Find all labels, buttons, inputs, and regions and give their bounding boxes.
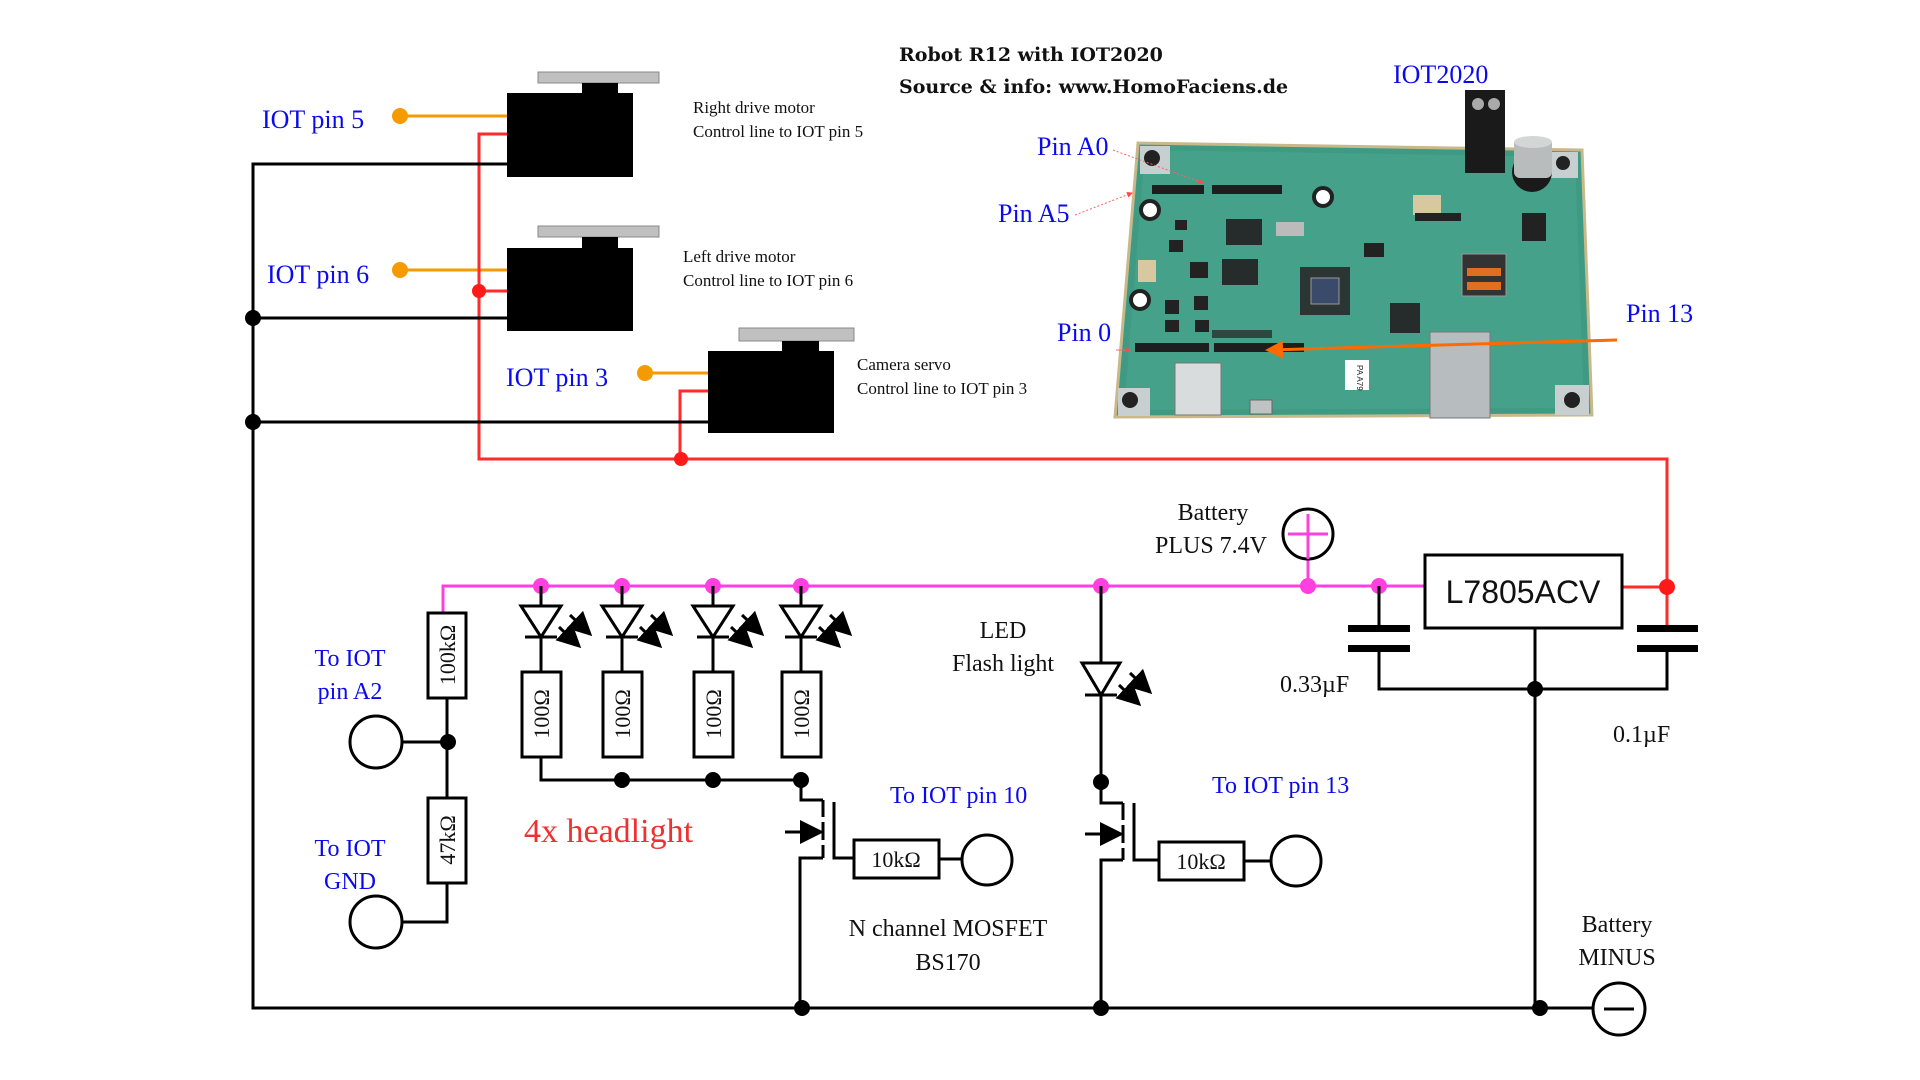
gate-resistor-1: 10kΩ (871, 847, 920, 872)
battery-plus-label-2: PLUS 7.4V (1155, 533, 1268, 559)
right-motor-name: Right drive motor (693, 98, 815, 117)
regulator-label: L7805ACV (1446, 574, 1601, 610)
left-motor-name: Left drive motor (683, 247, 796, 266)
light-emission-icon (566, 610, 593, 637)
board-silk-mark: PA A79 (1355, 365, 1364, 391)
pin13-gate-label: To IOT pin 13 (1212, 773, 1349, 799)
output-cap-value: 0.1µF (1613, 722, 1670, 748)
led-resistor-value: 100Ω (701, 689, 726, 738)
voltage-regulator: L7805ACV (1423, 553, 1624, 1008)
pin-0-label: Pin 0 (1057, 318, 1111, 347)
title-line-2: Source & info: www.HomoFaciens.de (899, 76, 1288, 98)
label-iot-pin-3: IOT pin 3 (506, 363, 608, 392)
gnd-label-2: GND (324, 869, 376, 895)
pin-a5-label: Pin A5 (998, 199, 1070, 228)
camera-servo-desc: Control line to IOT pin 3 (857, 379, 1027, 398)
pin-a0-label: Pin A0 (1037, 132, 1109, 161)
gate-resistor-2: 10kΩ (1176, 849, 1225, 874)
left-drive-motor (507, 225, 660, 331)
camera-servo (708, 327, 855, 433)
iot2020-board: PA A79 (1113, 90, 1594, 419)
led-resistor (601, 670, 644, 759)
led-resistor (780, 670, 823, 759)
battery-minus-label-2: MINUS (1578, 945, 1655, 971)
led-diode-icon (518, 604, 564, 640)
title-line-1: Robot R12 with IOT2020 (899, 44, 1163, 66)
pin10-label: To IOT pin 10 (890, 783, 1027, 809)
headlight-led-1: 100Ω (518, 586, 593, 759)
battery-plus-bus (441, 559, 1425, 613)
pin-13-label: Pin 13 (1626, 299, 1693, 328)
led-diode-icon (599, 604, 645, 640)
five-volt-wires (472, 132, 1675, 628)
pin-a2-terminal (348, 714, 404, 770)
battery-plus-terminal (1281, 507, 1335, 561)
board-label: IOT2020 (1393, 60, 1488, 89)
pin6-terminal (392, 262, 408, 278)
led-diode-icon (690, 604, 736, 640)
pin13-terminal (1269, 834, 1323, 888)
pin-a2-label-1: To IOT (315, 646, 386, 672)
gnd-terminal (348, 894, 404, 950)
pin10-terminal (960, 833, 1014, 887)
led-diode-icon (778, 604, 824, 640)
camera-servo-name: Camera servo (857, 355, 951, 374)
signal-wires (392, 108, 708, 381)
board-pointers (1074, 149, 1618, 359)
flash-label-1: LED (980, 618, 1027, 644)
right-motor-desc: Control line to IOT pin 5 (693, 122, 863, 141)
input-capacitor (1348, 586, 1669, 691)
light-emission-icon (826, 610, 853, 637)
mosfet-label-1: N channel MOSFET (849, 916, 1048, 942)
light-emission-icon (738, 610, 765, 637)
r-100k-label: 100kΩ (435, 625, 460, 685)
headlight-common (539, 757, 801, 782)
headlight-led-3: 100Ω (690, 586, 765, 759)
ground-wires (245, 162, 1619, 1010)
pin5-terminal (392, 108, 408, 124)
battery-plus-label-1: Battery (1178, 500, 1249, 526)
led-resistor-value: 100Ω (610, 689, 635, 738)
left-motor-desc: Control line to IOT pin 6 (683, 271, 853, 290)
voltage-divider: 100kΩ 47kΩ (348, 611, 468, 950)
led-resistor-value: 100Ω (529, 689, 554, 738)
right-drive-motor (507, 71, 660, 177)
input-cap-value: 0.33µF (1280, 672, 1349, 698)
battery-minus-label-1: Battery (1582, 912, 1653, 938)
label-iot-pin-6: IOT pin 6 (267, 260, 369, 289)
mosfet-flashlight: 10kΩ (1085, 782, 1323, 1016)
mosfet-label-2: BS170 (915, 950, 980, 976)
headlight-array: 100Ω 100Ω 100Ω 100Ω (518, 586, 853, 759)
headlight-label: 4x headlight (524, 813, 694, 850)
battery-minus-terminal (1532, 981, 1647, 1037)
led-resistor-value: 100Ω (789, 689, 814, 738)
flash-light (1079, 586, 1153, 790)
headlight-led-4: 100Ω (778, 586, 853, 759)
r-47k-label: 47kΩ (435, 815, 460, 864)
headlight-led-2: 100Ω (599, 586, 674, 759)
mosfet-headlights: 10kΩ (785, 780, 1014, 1016)
label-iot-pin-5: IOT pin 5 (262, 105, 364, 134)
flash-label-2: Flash light (952, 651, 1054, 677)
gnd-label-1: To IOT (315, 836, 386, 862)
light-emission-icon (647, 610, 674, 637)
pin-a2-label-2: pin A2 (318, 679, 383, 705)
pin3-terminal (637, 365, 653, 381)
output-capacitor (1637, 625, 1698, 652)
led-resistor (520, 670, 563, 759)
led-resistor (692, 670, 735, 759)
